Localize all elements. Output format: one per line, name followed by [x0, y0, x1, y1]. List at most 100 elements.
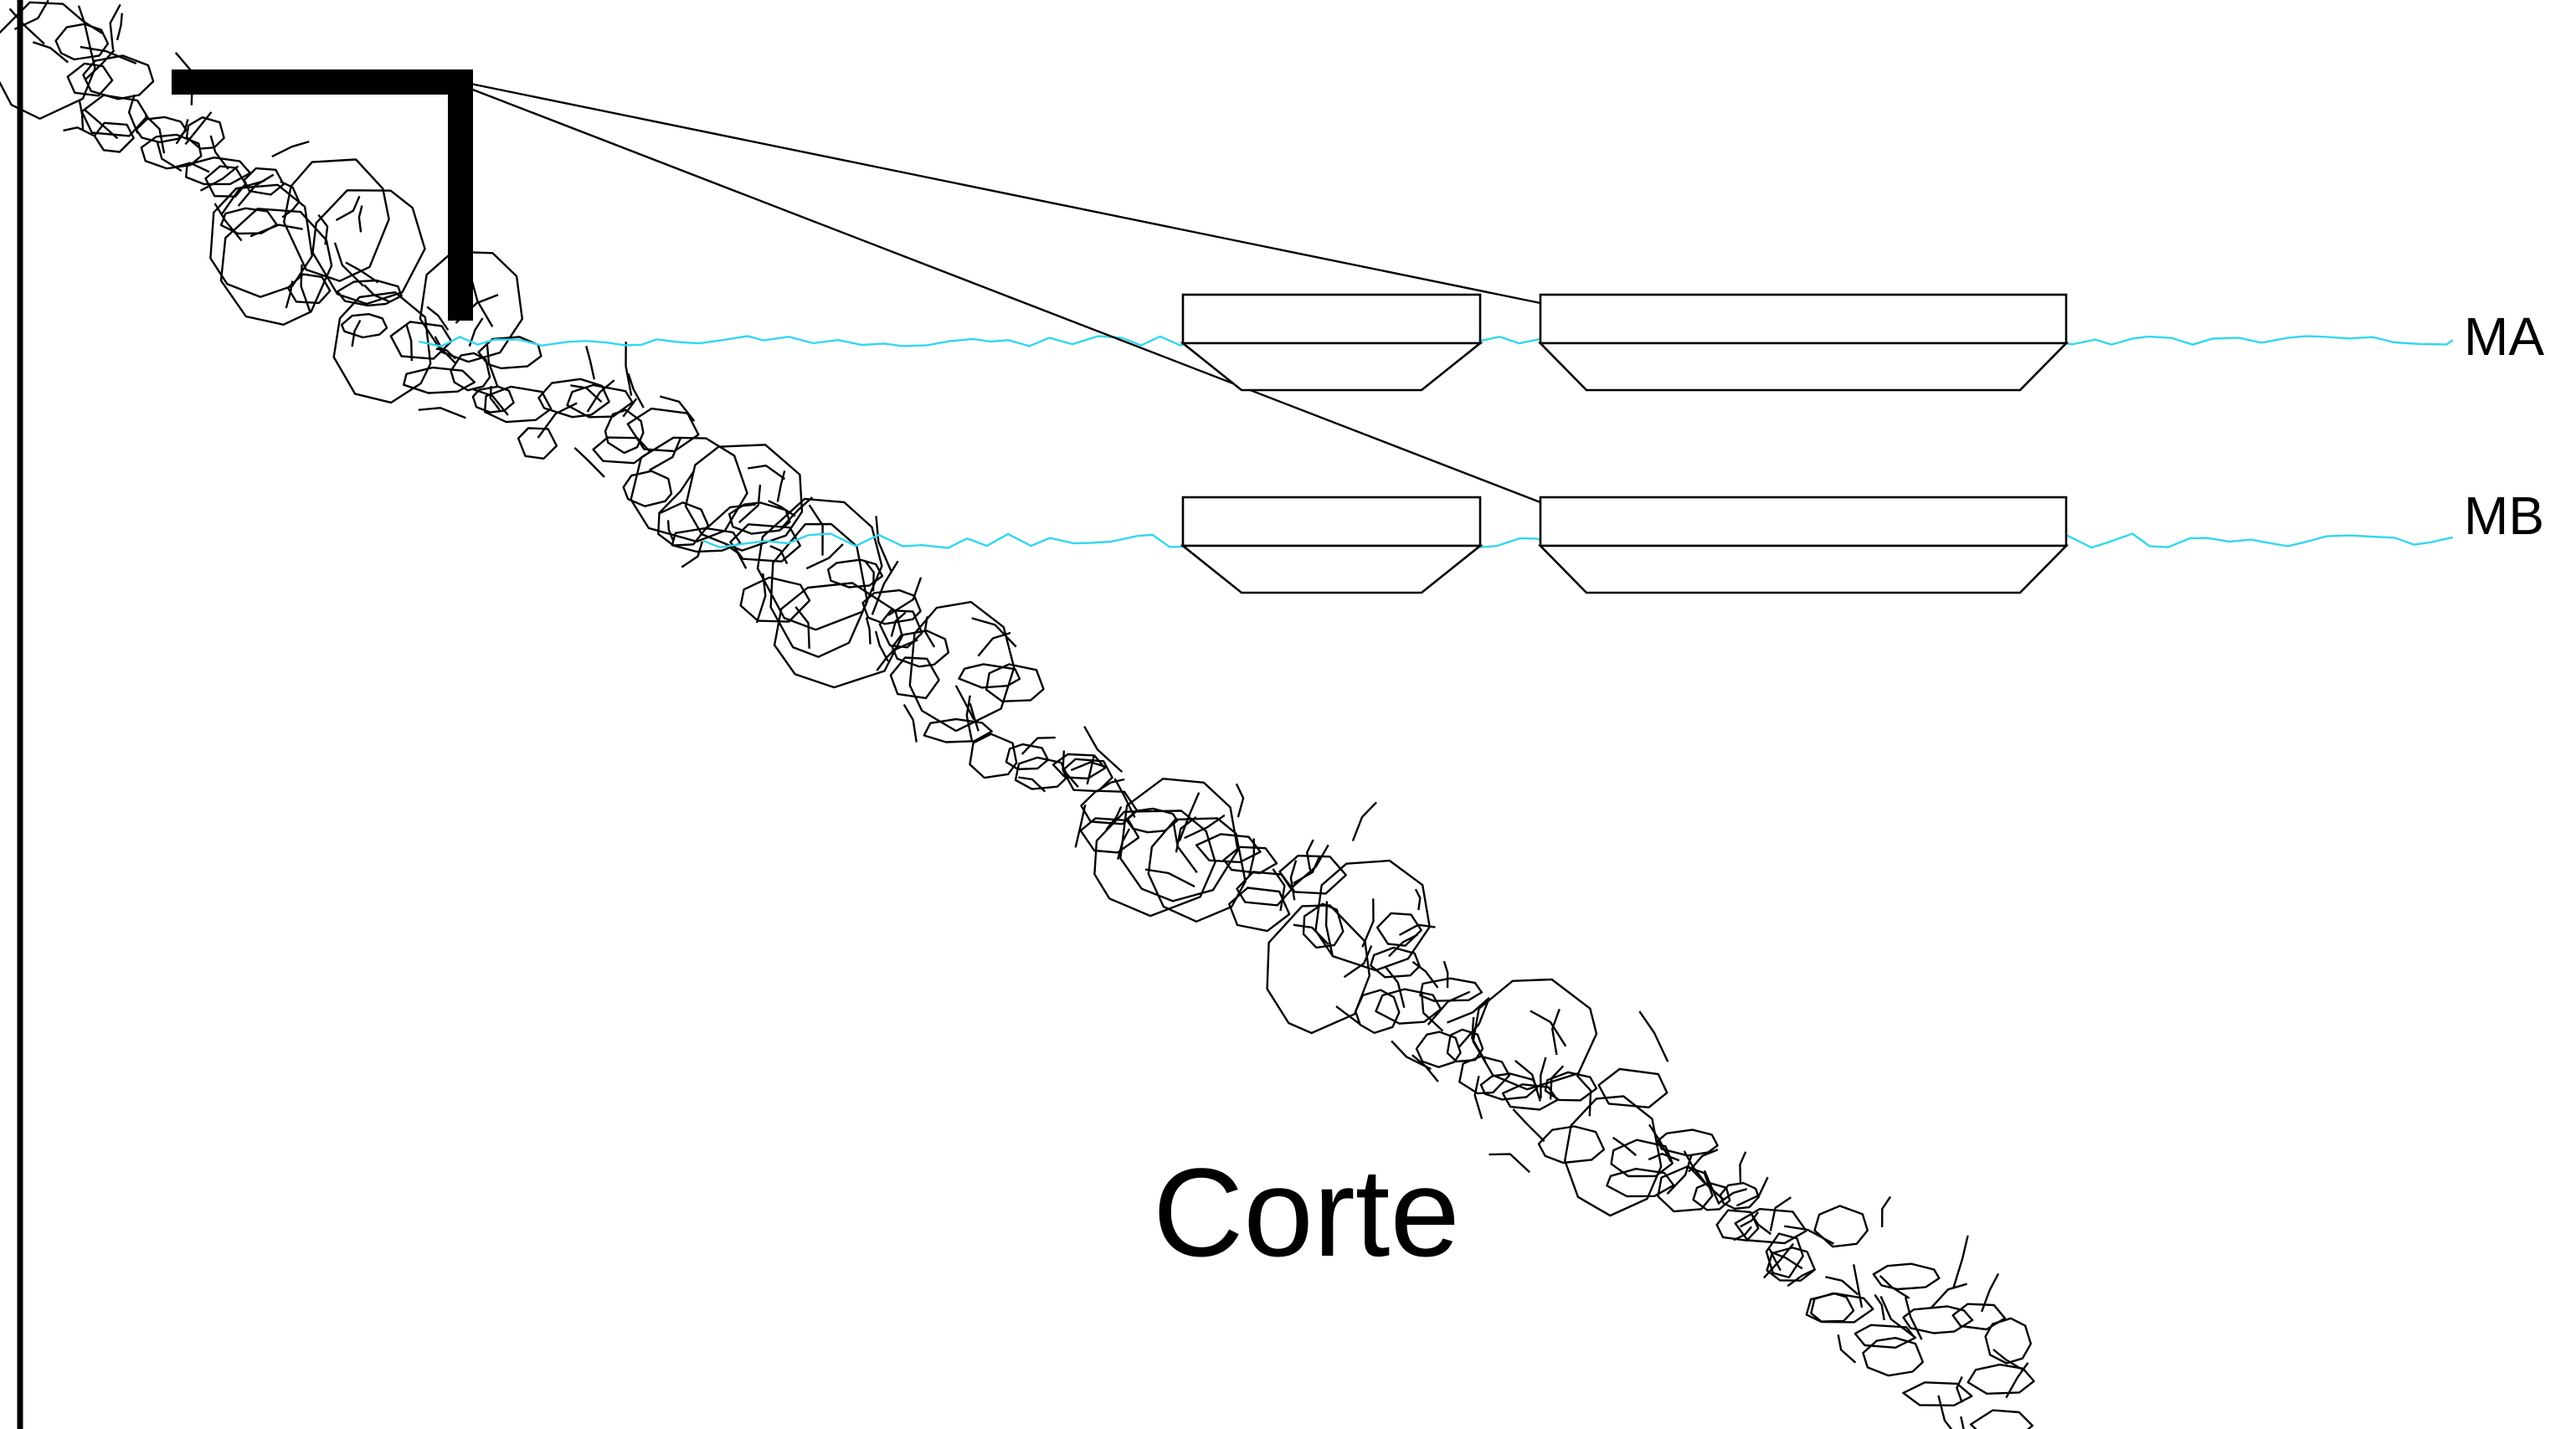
rock-crack: [1952, 1235, 1969, 1288]
rock-crack: [1272, 868, 1286, 912]
rock-crack: [1512, 1108, 1545, 1143]
rock-crack: [969, 702, 979, 732]
rock-crack: [77, 5, 103, 34]
rock-crack: [954, 685, 975, 721]
rock-stone: [1969, 1409, 2034, 1429]
level-label-ma: MA: [2464, 306, 2544, 367]
rock-crack: [83, 108, 119, 140]
pontoon-lower-right: [1537, 496, 2070, 594]
rock-stone: [243, 167, 285, 196]
rock-stone: [1501, 1083, 1559, 1111]
rock-crack: [1638, 1010, 1669, 1062]
rock-crack: [1787, 1268, 1816, 1288]
rock-stone: [54, 23, 110, 61]
section-title: Corte: [1153, 1142, 1460, 1283]
rock-stone: [337, 279, 403, 307]
rock-stone: [419, 250, 523, 363]
rock-crack: [1770, 1251, 1803, 1270]
rock-crack: [280, 180, 301, 204]
rock-stone: [739, 576, 811, 623]
rock-stone: [985, 663, 1045, 702]
rock-crack: [249, 224, 303, 238]
pontoon-lower-left: [1180, 496, 1483, 594]
rock-crack: [769, 545, 789, 565]
rock-stone: [1563, 1095, 1663, 1217]
rock-crack: [738, 484, 762, 524]
rock-stone: [657, 501, 710, 547]
pontoon-upper-left: [1180, 293, 1483, 392]
rock-stone: [1266, 904, 1371, 1035]
rock-stone: [1537, 1125, 1606, 1164]
rock-stone: [1415, 1031, 1462, 1068]
rock-crack: [1324, 901, 1334, 956]
rock-stone: [1597, 1067, 1668, 1109]
rock-crack: [8, 8, 45, 45]
rock-stone: [185, 116, 225, 150]
rock-crack: [977, 631, 1011, 657]
rock-stone: [1147, 817, 1247, 923]
rock-crack: [209, 135, 229, 170]
rock-crack: [351, 319, 362, 347]
rock-crack: [1427, 990, 1471, 1025]
rock-stone: [209, 183, 313, 298]
rock-crack: [1095, 778, 1125, 793]
rock-stone: [1079, 817, 1140, 854]
rock-crack: [923, 616, 936, 648]
rock-crack: [1351, 801, 1377, 841]
rock-crack: [184, 111, 213, 146]
pontoon-upper-right: [1537, 293, 2070, 392]
rock-crack: [1384, 965, 1406, 1009]
level-label-mb: MB: [2464, 486, 2544, 546]
rock-crack: [1733, 1226, 1753, 1241]
rock-crack: [725, 543, 748, 569]
rock-crack: [625, 342, 633, 396]
rock-stone: [66, 62, 114, 97]
rock-crack: [622, 398, 638, 418]
rock-crack: [357, 205, 363, 233]
rock-crack: [573, 447, 605, 478]
rock-stone: [1657, 1165, 1714, 1213]
rock-crack: [657, 470, 696, 515]
rock-crack: [865, 617, 872, 645]
rock-crack: [1447, 996, 1490, 1024]
rock-crack: [1931, 1283, 1967, 1308]
rock-crack: [418, 407, 466, 419]
rock-crack: [1471, 1016, 1487, 1062]
mooring-line-upper: [470, 82, 1541, 305]
rock-stone: [566, 383, 634, 419]
rock-crack: [1956, 1375, 1963, 1403]
rock-crack: [1420, 991, 1444, 1032]
rock-stone: [389, 321, 453, 360]
rock-crack: [1980, 1272, 2000, 1313]
rock-crack: [1361, 898, 1375, 948]
rock-crack: [1489, 1153, 1530, 1174]
gantry-column: [448, 69, 473, 321]
rock-stone: [1375, 912, 1422, 947]
rock-crack: [317, 213, 329, 245]
rock-crack: [285, 280, 294, 309]
rock-stone: [1005, 743, 1050, 770]
rock-crack: [470, 278, 494, 327]
rock-crack: [1083, 726, 1123, 774]
pontoons: [1180, 293, 2070, 594]
rock-crack: [63, 126, 95, 137]
rock-crack: [1343, 945, 1373, 979]
mooring-lines: [470, 82, 1541, 504]
rock-crack: [1414, 888, 1422, 911]
rock-crack: [1735, 1176, 1769, 1207]
rock-crack: [705, 503, 756, 530]
rock-crack: [1021, 736, 1056, 755]
rock-stone: [1370, 946, 1421, 979]
rock-stone: [891, 630, 950, 668]
rock-crack: [659, 395, 696, 422]
rock-crack: [794, 606, 810, 649]
rock-crack: [1113, 778, 1136, 819]
rock-crack: [971, 617, 1017, 648]
rock-crack: [1105, 805, 1123, 830]
rock-stone: [671, 527, 742, 553]
rock-crack: [109, 3, 121, 50]
rock-crack: [175, 119, 189, 145]
rock-stone: [1657, 1128, 1719, 1157]
rock-crack: [426, 306, 450, 331]
rock-stone: [728, 501, 791, 535]
